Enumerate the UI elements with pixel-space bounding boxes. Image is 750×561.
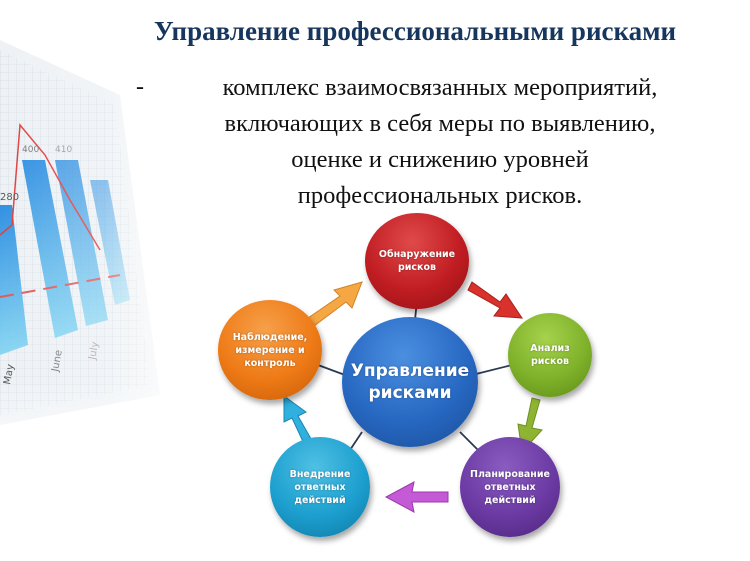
node-label: Планирование — [470, 468, 550, 480]
arrow-monitor-to-detect-icon — [307, 281, 363, 327]
center-label: рисками — [368, 383, 452, 403]
node-label: Анализ — [530, 343, 570, 354]
description-line: профессиональных рисков. — [297, 182, 583, 209]
center-label: Управление — [350, 361, 470, 381]
node-risk-detection: Обнаружение рисков — [365, 213, 469, 309]
description-line: включающих в себя меры по выявлению, — [224, 110, 656, 137]
node-label: действий — [484, 494, 536, 506]
node-label: Внедрение — [289, 468, 351, 480]
slide-description: комплекс взаимосвязанных мероприятий, вк… — [160, 70, 720, 214]
slide-title: Управление профессиональными рисками — [153, 16, 677, 46]
bullet-marker: - — [136, 74, 144, 100]
node-label: рисков — [530, 356, 570, 367]
arrow-plan-to-impl-icon — [384, 481, 449, 513]
description-line: оценке и снижению уровней — [291, 146, 589, 173]
node-risk-analysis: Анализ рисков — [508, 313, 592, 397]
node-label: контроль — [244, 357, 296, 369]
node-label: рисков — [397, 262, 437, 273]
node-label: ответных — [294, 481, 346, 493]
description-line: комплекс взаимосвязанных мероприятий, — [222, 74, 658, 101]
node-label: Обнаружение — [378, 249, 456, 260]
node-response-implementation: Внедрение ответных действий — [270, 437, 370, 537]
background-fade-bottom — [0, 380, 260, 561]
node-label: измерение и — [235, 344, 305, 356]
node-label: ответных — [484, 481, 536, 493]
node-risk-management-center: Управление рисками — [342, 317, 478, 447]
node-label: Наблюдение, — [232, 331, 308, 343]
arrow-detect-to-analysis-icon — [467, 281, 523, 319]
node-response-planning: Планирование ответных действий — [460, 437, 560, 537]
node-monitoring-control: Наблюдение, измерение и контроль — [218, 300, 322, 400]
node-label: действий — [294, 494, 346, 506]
